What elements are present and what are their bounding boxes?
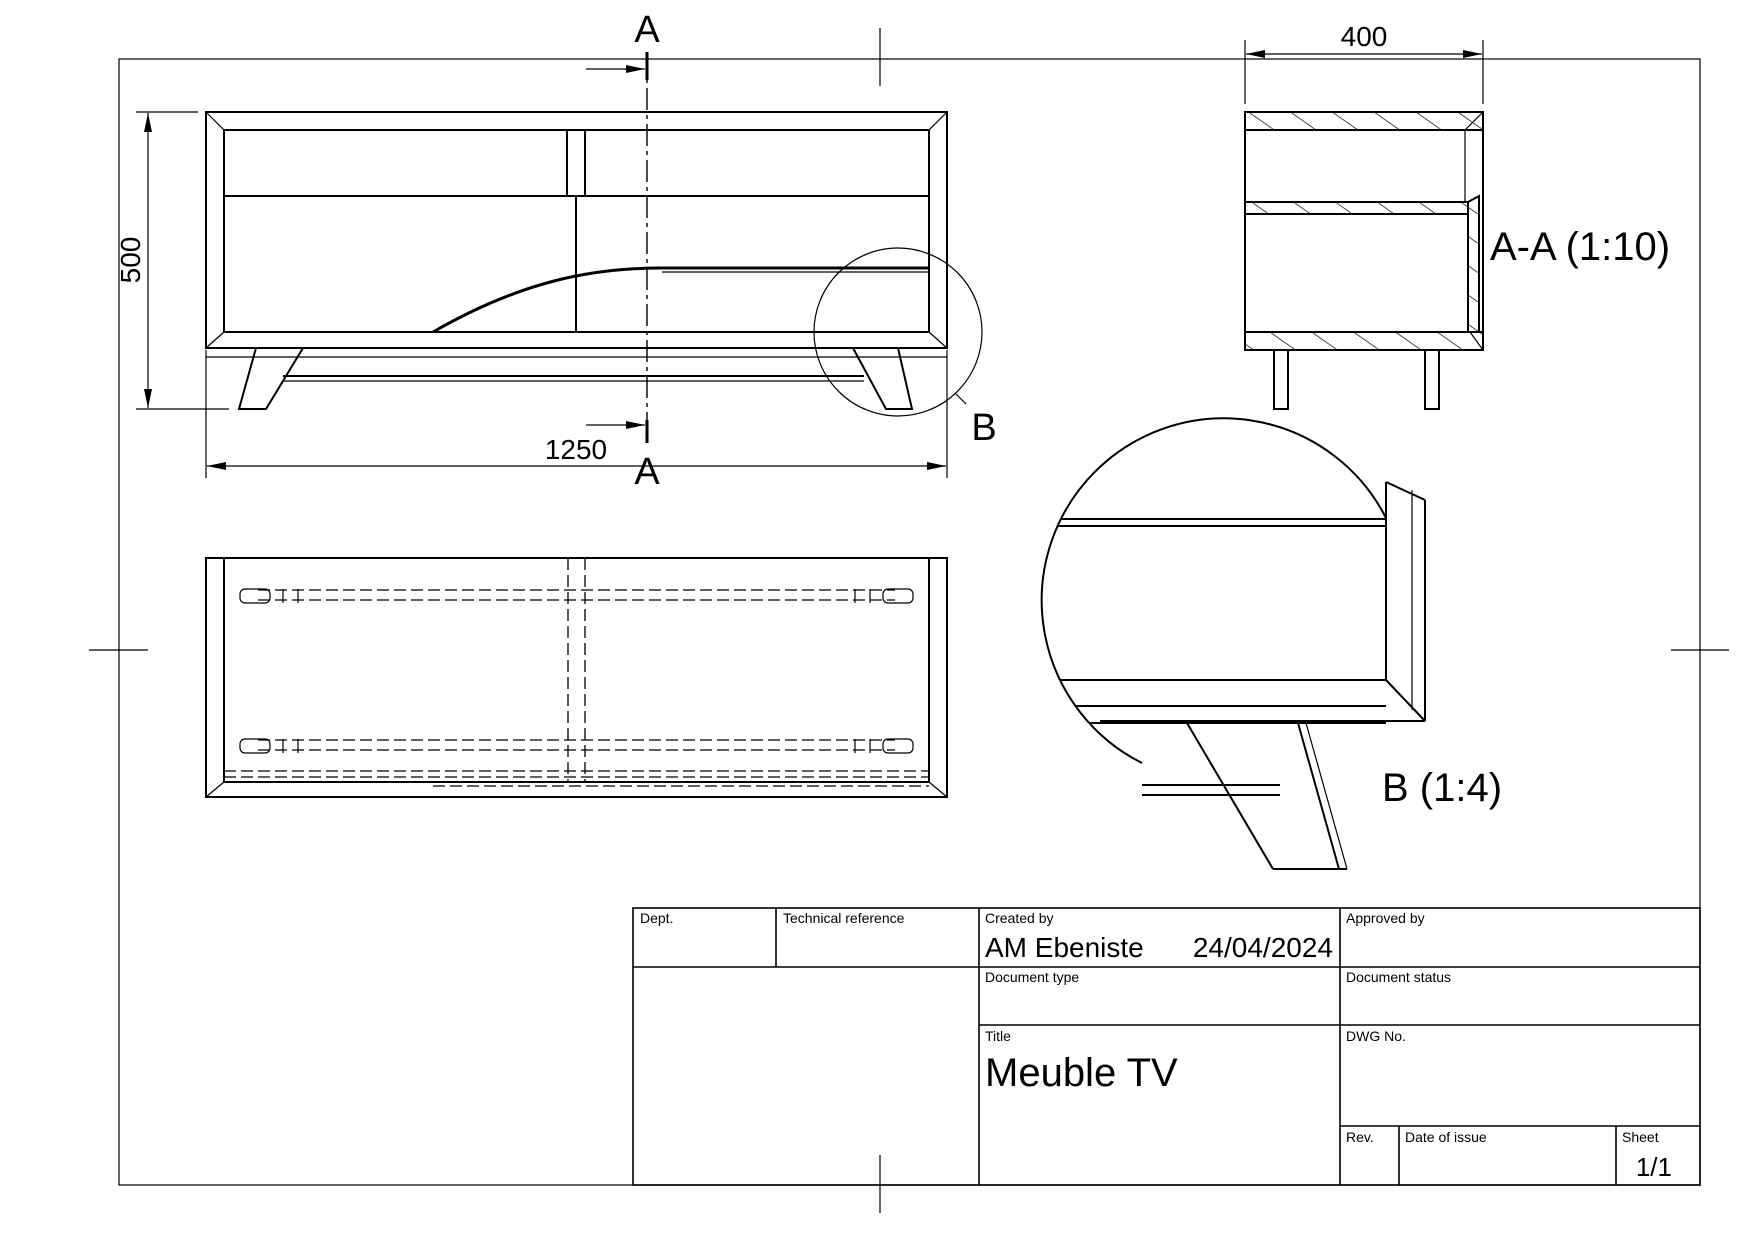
title-label: Title: [985, 1028, 1011, 1044]
width-dimension-label: 1250: [545, 434, 607, 465]
created-by-value: AM Ebeniste: [985, 932, 1144, 963]
detail-view: B (1:4): [1040, 417, 1502, 870]
depth-dimension-label: 400: [1341, 21, 1388, 52]
detail-callout: B: [813, 247, 997, 449]
drawing-title: Meuble TV: [985, 1051, 1178, 1095]
sheet-label: Sheet: [1622, 1129, 1659, 1145]
front-view: [205, 111, 948, 410]
width-dimension: 1250: [205, 350, 948, 478]
section-cut-line: A A: [586, 9, 660, 493]
dwg-number-label: DWG No.: [1346, 1028, 1406, 1044]
section-view: A-A (1:10): [1244, 111, 1670, 410]
section-letter-bottom: A: [634, 451, 660, 493]
document-status-label: Document status: [1346, 969, 1451, 985]
height-dimension: 500: [115, 111, 229, 410]
detail-letter: B: [971, 407, 996, 449]
created-by-label: Created by: [985, 910, 1053, 926]
title-block: Dept. Technical reference Created by AM …: [632, 907, 1701, 1186]
top-view: [205, 557, 948, 798]
date-of-issue-label: Date of issue: [1405, 1129, 1487, 1145]
section-view-label: A-A (1:10): [1490, 225, 1670, 269]
created-date-value: 24/04/2024: [1193, 932, 1333, 963]
techref-label: Technical reference: [783, 910, 905, 926]
height-dimension-label: 500: [115, 237, 146, 284]
revision-label: Rev.: [1346, 1129, 1374, 1145]
dept-label: Dept.: [640, 910, 673, 926]
section-letter-top: A: [634, 9, 660, 51]
approved-by-label: Approved by: [1346, 910, 1425, 926]
sheet-number: 1/1: [1636, 1152, 1672, 1182]
detail-view-label: B (1:4): [1382, 766, 1502, 810]
depth-dimension: 400: [1244, 21, 1484, 104]
document-type-label: Document type: [985, 969, 1079, 985]
